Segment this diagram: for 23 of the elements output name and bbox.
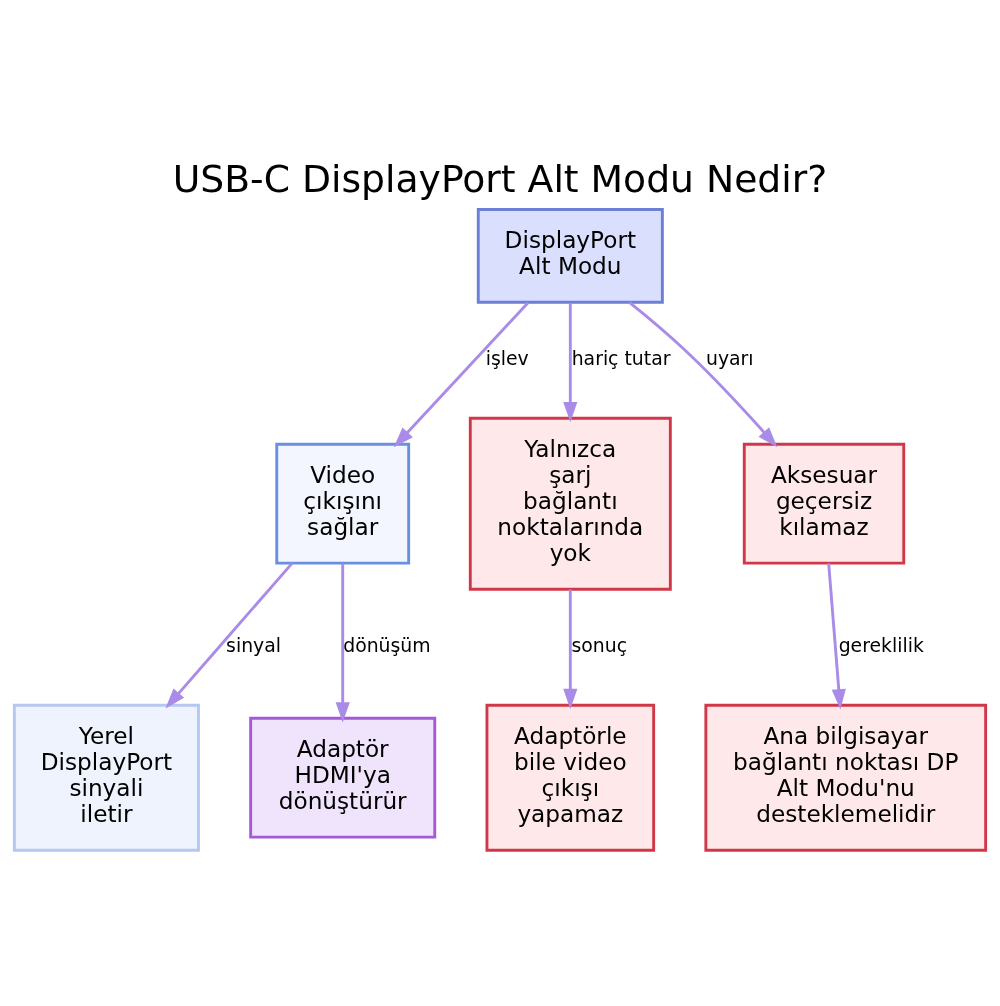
edge-label: gereklilik [838, 635, 924, 657]
node-box: Adaptörle bile video çıkışı yapamaz [485, 703, 656, 852]
edge-label: dönüşüm [343, 635, 431, 657]
arrow [827, 563, 846, 710]
arrow [393, 301, 530, 448]
arrow [628, 301, 778, 448]
node-box: Aksesuar geçersiz kılamaz [742, 442, 906, 565]
edge-label: sonuç [571, 635, 628, 657]
edge-label: işlev [485, 348, 529, 370]
node-box: Adaptör HDMI'ya dönüştürür [249, 716, 437, 839]
node-box: Yalnızca şarj bağlantı noktalarında yok [468, 416, 672, 591]
arrow [335, 563, 350, 723]
arrow [563, 302, 578, 423]
edge-label: hariç tutar [571, 348, 671, 370]
arrow [563, 589, 578, 710]
edge-label: uyarı [705, 348, 754, 370]
edge-label: sinyal [226, 635, 281, 657]
node-box: Ana bilgisayar bağlantı noktası DP Alt Modu'nu desteklemelidir [704, 703, 988, 852]
arrow [165, 562, 294, 709]
node-box: Video çıkışını sağlar [275, 442, 411, 565]
diagram-title: USB-C DisplayPort Alt Modu Nedir? [172, 156, 828, 201]
node-box: Yerel DisplayPort sinyali iletir [12, 703, 200, 852]
node-box: DisplayPort Alt Modu [476, 208, 664, 304]
